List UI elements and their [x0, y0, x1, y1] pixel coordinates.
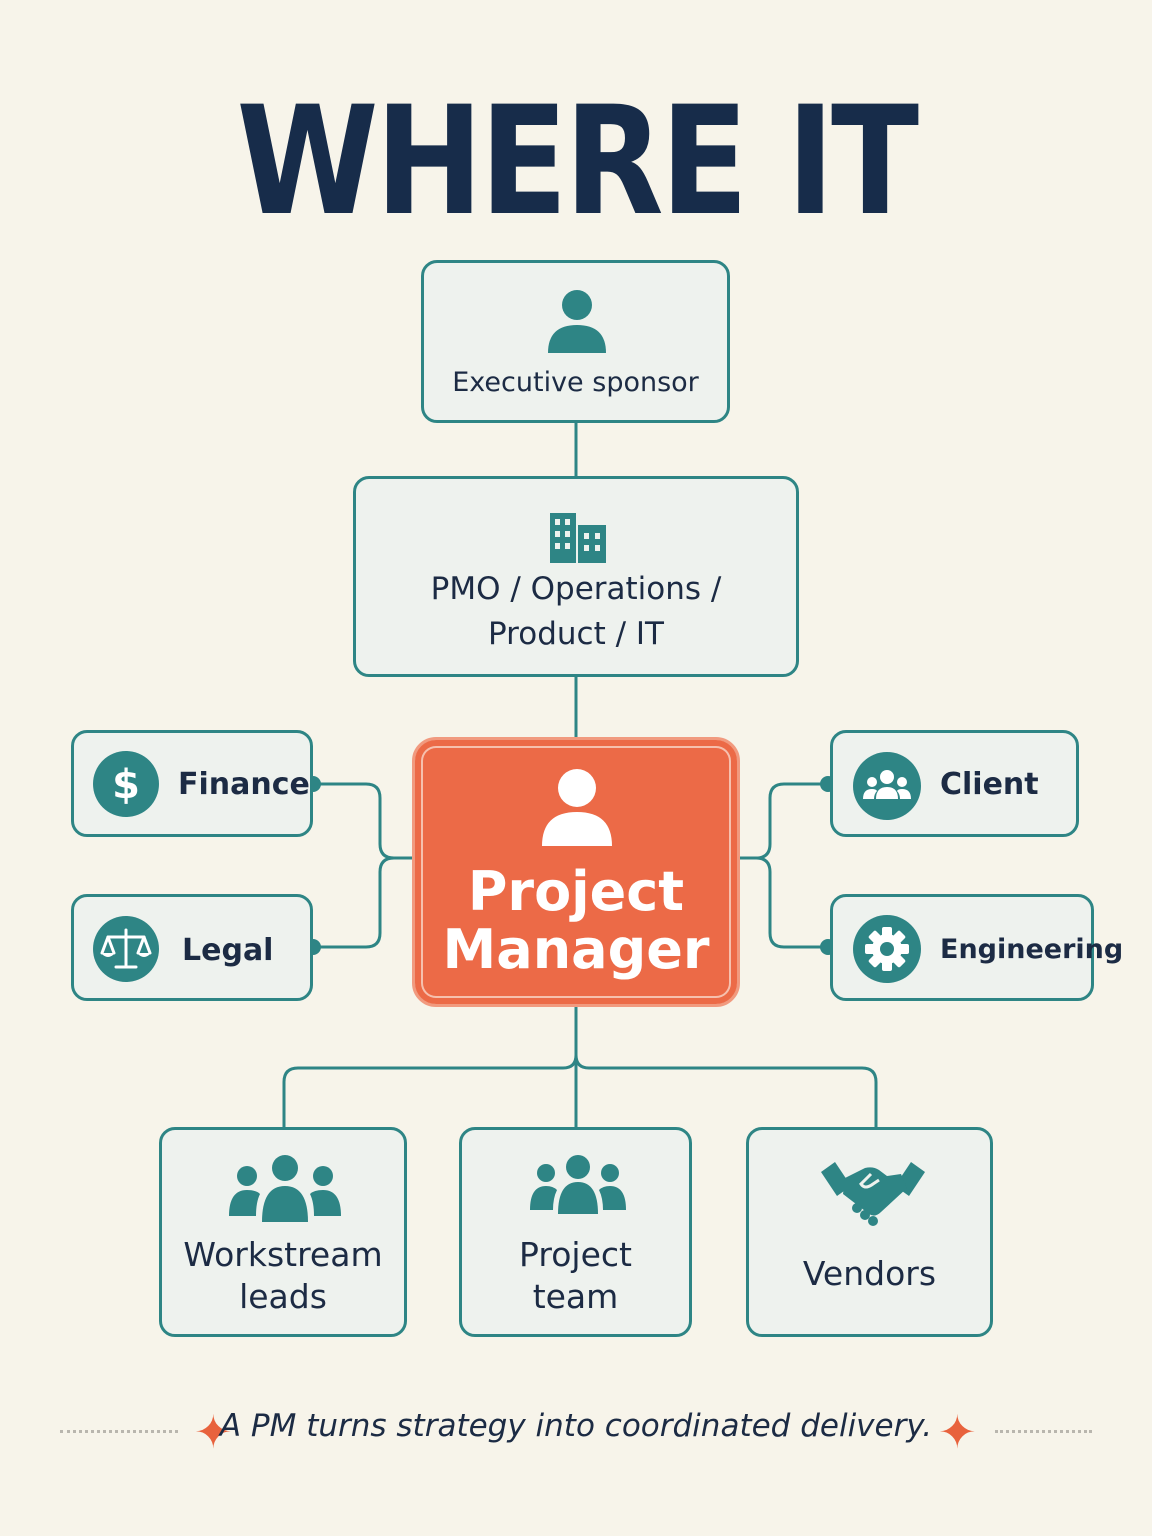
finance-label: Finance	[178, 767, 310, 802]
legal-label: Legal	[182, 933, 274, 968]
client-node: Client	[830, 730, 1079, 837]
finance-node: $ Finance	[71, 730, 313, 837]
engineering-label: Engineering	[940, 934, 1124, 965]
executive-sponsor-label: Executive sponsor	[452, 367, 699, 398]
person-icon	[542, 769, 612, 846]
connector-legal	[311, 856, 396, 949]
handshake-icon	[821, 1162, 925, 1226]
vendors-node: Vendors	[746, 1127, 993, 1337]
client-label: Client	[940, 767, 1039, 802]
connector-workstream	[282, 1005, 578, 1129]
workstream-leads-label-line2: leads	[239, 1277, 327, 1316]
dollar-icon: $	[93, 751, 159, 817]
team-icon	[229, 1155, 341, 1222]
divider-left	[60, 1430, 178, 1433]
pmo-node: PMO / Operations / Product / IT	[353, 476, 799, 677]
connector-client	[738, 782, 830, 860]
vendors-label: Vendors	[802, 1254, 937, 1293]
person-icon	[548, 290, 606, 353]
gear-icon	[853, 915, 921, 983]
project-manager-node: Project Manager	[412, 737, 740, 1007]
executive-sponsor-node: Executive sponsor	[421, 260, 730, 423]
group-icon	[853, 752, 921, 820]
legal-node: Legal	[71, 894, 313, 1001]
project-team-label-line2: team	[532, 1277, 619, 1316]
workstream-leads-node: Workstream leads	[159, 1127, 407, 1337]
pmo-label-line1: PMO / Operations /	[430, 571, 722, 607]
project-manager-label-line1: Project	[467, 860, 685, 923]
divider-right	[995, 1430, 1092, 1433]
project-manager-label-line2: Manager	[442, 918, 710, 981]
connector-engineering	[754, 856, 830, 949]
buildings-icon	[550, 513, 606, 563]
svg-text:$: $	[112, 762, 140, 808]
team-icon	[530, 1155, 626, 1214]
scales-icon	[93, 916, 159, 982]
connector-finance	[311, 782, 414, 860]
spark-icon-right: ✦	[938, 1405, 977, 1459]
spark-icon-left: ✦	[194, 1405, 233, 1459]
project-team-node: Project team	[459, 1127, 692, 1337]
pmo-label-line2: Product / IT	[488, 616, 664, 652]
tagline: A PM turns strategy into coordinated del…	[219, 1408, 933, 1444]
engineering-node: Engineering	[830, 894, 1123, 1001]
workstream-leads-label-line1: Workstream	[183, 1235, 383, 1274]
project-team-label-line1: Project	[519, 1235, 632, 1274]
connector-vendors	[574, 1053, 878, 1129]
